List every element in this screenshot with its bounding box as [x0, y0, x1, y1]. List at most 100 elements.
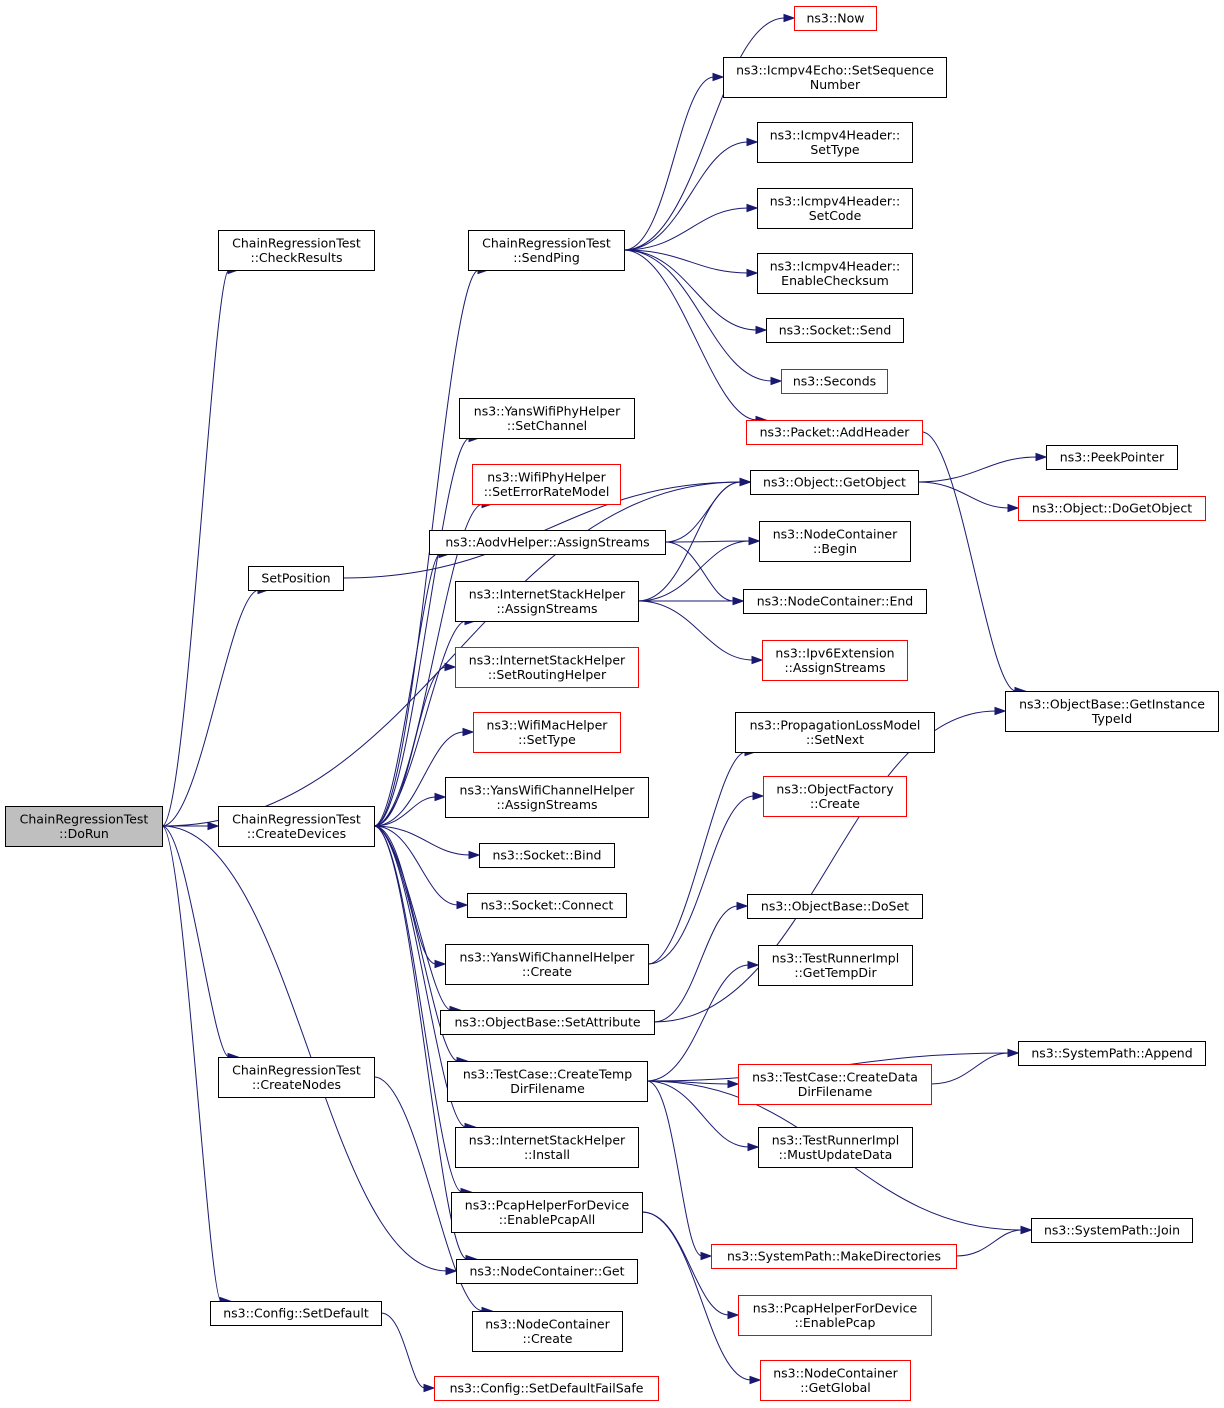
node-label: ns3::Config::SetDefaultFailSafe [450, 1381, 644, 1396]
node-label: ns3::NodeContainer::End [757, 594, 913, 609]
node-icmpv4header-settype[interactable]: ns3::Icmpv4Header::SetType [757, 122, 913, 163]
node-nodecontainer-get[interactable]: ns3::NodeContainer::Get [456, 1259, 638, 1284]
node-yanswifiphy-setchannel[interactable]: ns3::YansWifiPhyHelper::SetChannel [459, 398, 635, 439]
node-createnodes[interactable]: ChainRegressionTest::CreateNodes [218, 1057, 375, 1098]
node-nodecontainer-getglobal[interactable]: ns3::NodeContainer::GetGlobal [760, 1360, 911, 1401]
node-internetstack-install[interactable]: ns3::InternetStackHelper::Install [455, 1127, 639, 1168]
node-box [473, 712, 621, 753]
node-label: ::EnablePcap [794, 1315, 875, 1330]
node-label: ns3::Config::SetDefault [223, 1306, 369, 1321]
node-object-dogetobject[interactable]: ns3::Object::DoGetObject [1018, 496, 1206, 521]
node-box [735, 712, 935, 753]
node-socket-bind[interactable]: ns3::Socket::Bind [479, 843, 615, 868]
node-sendping[interactable]: ChainRegressionTest::SendPing [468, 230, 625, 271]
node-socket-send[interactable]: ns3::Socket::Send [766, 318, 904, 343]
node-label: ns3::InternetStackHelper [469, 1132, 626, 1147]
node-objectbase-setattribute[interactable]: ns3::ObjectBase::SetAttribute [440, 1010, 655, 1035]
node-box [738, 1064, 932, 1105]
edge-pcap-enablepcapall-to-nodecontainer-getglobal [641, 1211, 762, 1385]
node-now[interactable]: ns3::Now [794, 6, 877, 31]
node-label: ::SetErrorRateModel [484, 484, 610, 499]
node-box [1005, 691, 1219, 732]
node-systempath-append[interactable]: ns3::SystemPath::Append [1018, 1041, 1206, 1066]
node-peekpointer[interactable]: ns3::PeekPointer [1046, 445, 1178, 470]
edge-sendping-to-icmpv4header-settype [623, 137, 759, 251]
edge-sendping-to-icmpv4header-setcode [623, 203, 759, 251]
node-config-setdefaultfailsafe[interactable]: ns3::Config::SetDefaultFailSafe [434, 1376, 659, 1401]
node-label: ns3::SystemPath::MakeDirectories [727, 1249, 941, 1264]
node-label: ns3::Seconds [793, 374, 876, 389]
node-label: ChainRegressionTest [232, 235, 361, 250]
node-box [218, 230, 375, 271]
node-yanschannel-create[interactable]: ns3::YansWifiChannelHelper::Create [445, 944, 649, 985]
node-aodv-assignstreams[interactable]: ns3::AodvHelper::AssignStreams [429, 530, 666, 555]
node-box [757, 122, 913, 163]
node-yanschannel-assignstreams[interactable]: ns3::YansWifiChannelHelper::AssignStream… [445, 777, 649, 818]
node-packet-addheader[interactable]: ns3::Packet::AddHeader [746, 420, 923, 445]
node-socket-connect[interactable]: ns3::Socket::Connect [467, 893, 627, 918]
edge-objectbase-setattribute-to-objectbase-getinstancetypeid [653, 706, 1007, 1023]
edge-createdevices-to-yanswifiphy-setchannel [373, 433, 481, 827]
node-objectbase-doset[interactable]: ns3::ObjectBase::DoSet [747, 894, 923, 919]
node-setposition[interactable]: SetPosition [248, 566, 344, 591]
node-nodecontainer-create[interactable]: ns3::NodeContainer::Create [472, 1311, 623, 1352]
node-label: ::Create [523, 1331, 573, 1346]
node-box [248, 566, 344, 591]
node-icmpv4header-enablechecksum[interactable]: ns3::Icmpv4Header::EnableChecksum [757, 253, 913, 294]
node-internetstack-setrouting[interactable]: ns3::InternetStackHelper::SetRoutingHelp… [455, 647, 639, 688]
edge-internetstack-assignstreams-to-object-getobject [637, 477, 752, 602]
node-box [445, 944, 649, 985]
node-nodecontainer-begin[interactable]: ns3::NodeContainer::Begin [759, 521, 911, 562]
node-internetstack-assignstreams[interactable]: ns3::InternetStackHelper::AssignStreams [455, 581, 639, 622]
node-box [723, 57, 947, 98]
edge-sendping-to-socket-send [623, 249, 768, 335]
node-box [711, 1244, 957, 1269]
node-checkresults[interactable]: ChainRegressionTest::CheckResults [218, 230, 375, 271]
node-configsetdefault[interactable]: ns3::Config::SetDefault [210, 1301, 382, 1326]
node-label: ns3::Socket::Bind [493, 848, 602, 863]
node-wifiphy-seterrorrate[interactable]: ns3::WifiPhyHelper::SetErrorRateModel [472, 464, 621, 505]
node-testrunner-gettempdir[interactable]: ns3::TestRunnerImpl::GetTempDir [758, 945, 913, 986]
node-box [456, 1259, 638, 1284]
node-propagationloss-setnext[interactable]: ns3::PropagationLossModel::SetNext [735, 712, 935, 753]
node-label: ns3::YansWifiChannelHelper [460, 949, 636, 964]
node-systempath-makedirs[interactable]: ns3::SystemPath::MakeDirectories [711, 1244, 957, 1269]
node-pcap-enablepcapall[interactable]: ns3::PcapHelperForDevice::EnablePcapAll [451, 1192, 643, 1233]
node-label: ns3::WifiMacHelper [487, 717, 609, 732]
node-box [747, 894, 923, 919]
node-box [1018, 496, 1206, 521]
node-box [218, 806, 375, 847]
node-seconds[interactable]: ns3::Seconds [781, 369, 888, 394]
node-wifimac-settype[interactable]: ns3::WifiMacHelper::SetType [473, 712, 621, 753]
node-testrunner-mustupdate[interactable]: ns3::TestRunnerImpl::MustUpdateData [758, 1127, 913, 1168]
edge-sendping-to-icmpv4header-enablechecksum [623, 249, 759, 278]
node-object-getobject[interactable]: ns3::Object::GetObject [750, 470, 919, 495]
node-objectfactory-create[interactable]: ns3::ObjectFactory::Create [763, 776, 907, 817]
node-label: ::SetChannel [507, 418, 587, 433]
node-box [738, 1295, 932, 1336]
node-label: ns3::NodeContainer [773, 1365, 898, 1380]
node-systempath-join[interactable]: ns3::SystemPath::Join [1031, 1218, 1193, 1243]
edge-createdevices-to-socket-bind [373, 825, 481, 860]
edge-object-getobject-to-peekpointer [917, 452, 1048, 483]
node-icmpv4header-setcode[interactable]: ns3::Icmpv4Header::SetCode [757, 188, 913, 229]
node-label: SetPosition [261, 571, 330, 586]
node-label: ::AssignStreams [496, 797, 597, 812]
node-ipv6extension-assignstreams[interactable]: ns3::Ipv6Extension::AssignStreams [762, 640, 908, 681]
node-label: ::AssignStreams [784, 660, 885, 675]
node-label: ns3::Object::DoGetObject [1032, 501, 1192, 516]
node-createdevices[interactable]: ChainRegressionTest::CreateDevices [218, 806, 375, 847]
node-dorun[interactable]: ChainRegressionTest::DoRun [5, 806, 163, 847]
edge-systempath-makedirs-to-systempath-join [955, 1225, 1033, 1257]
node-label: ns3::PcapHelperForDevice [465, 1197, 630, 1212]
edge-sendping-to-now [623, 13, 796, 251]
node-pcap-enablepcap[interactable]: ns3::PcapHelperForDevice::EnablePcap [738, 1295, 932, 1336]
node-label: ns3::YansWifiPhyHelper [474, 403, 621, 418]
node-label: ::SetRoutingHelper [488, 667, 607, 682]
node-label: ::CheckResults [250, 250, 342, 265]
node-nodecontainer-end[interactable]: ns3::NodeContainer::End [743, 589, 927, 614]
